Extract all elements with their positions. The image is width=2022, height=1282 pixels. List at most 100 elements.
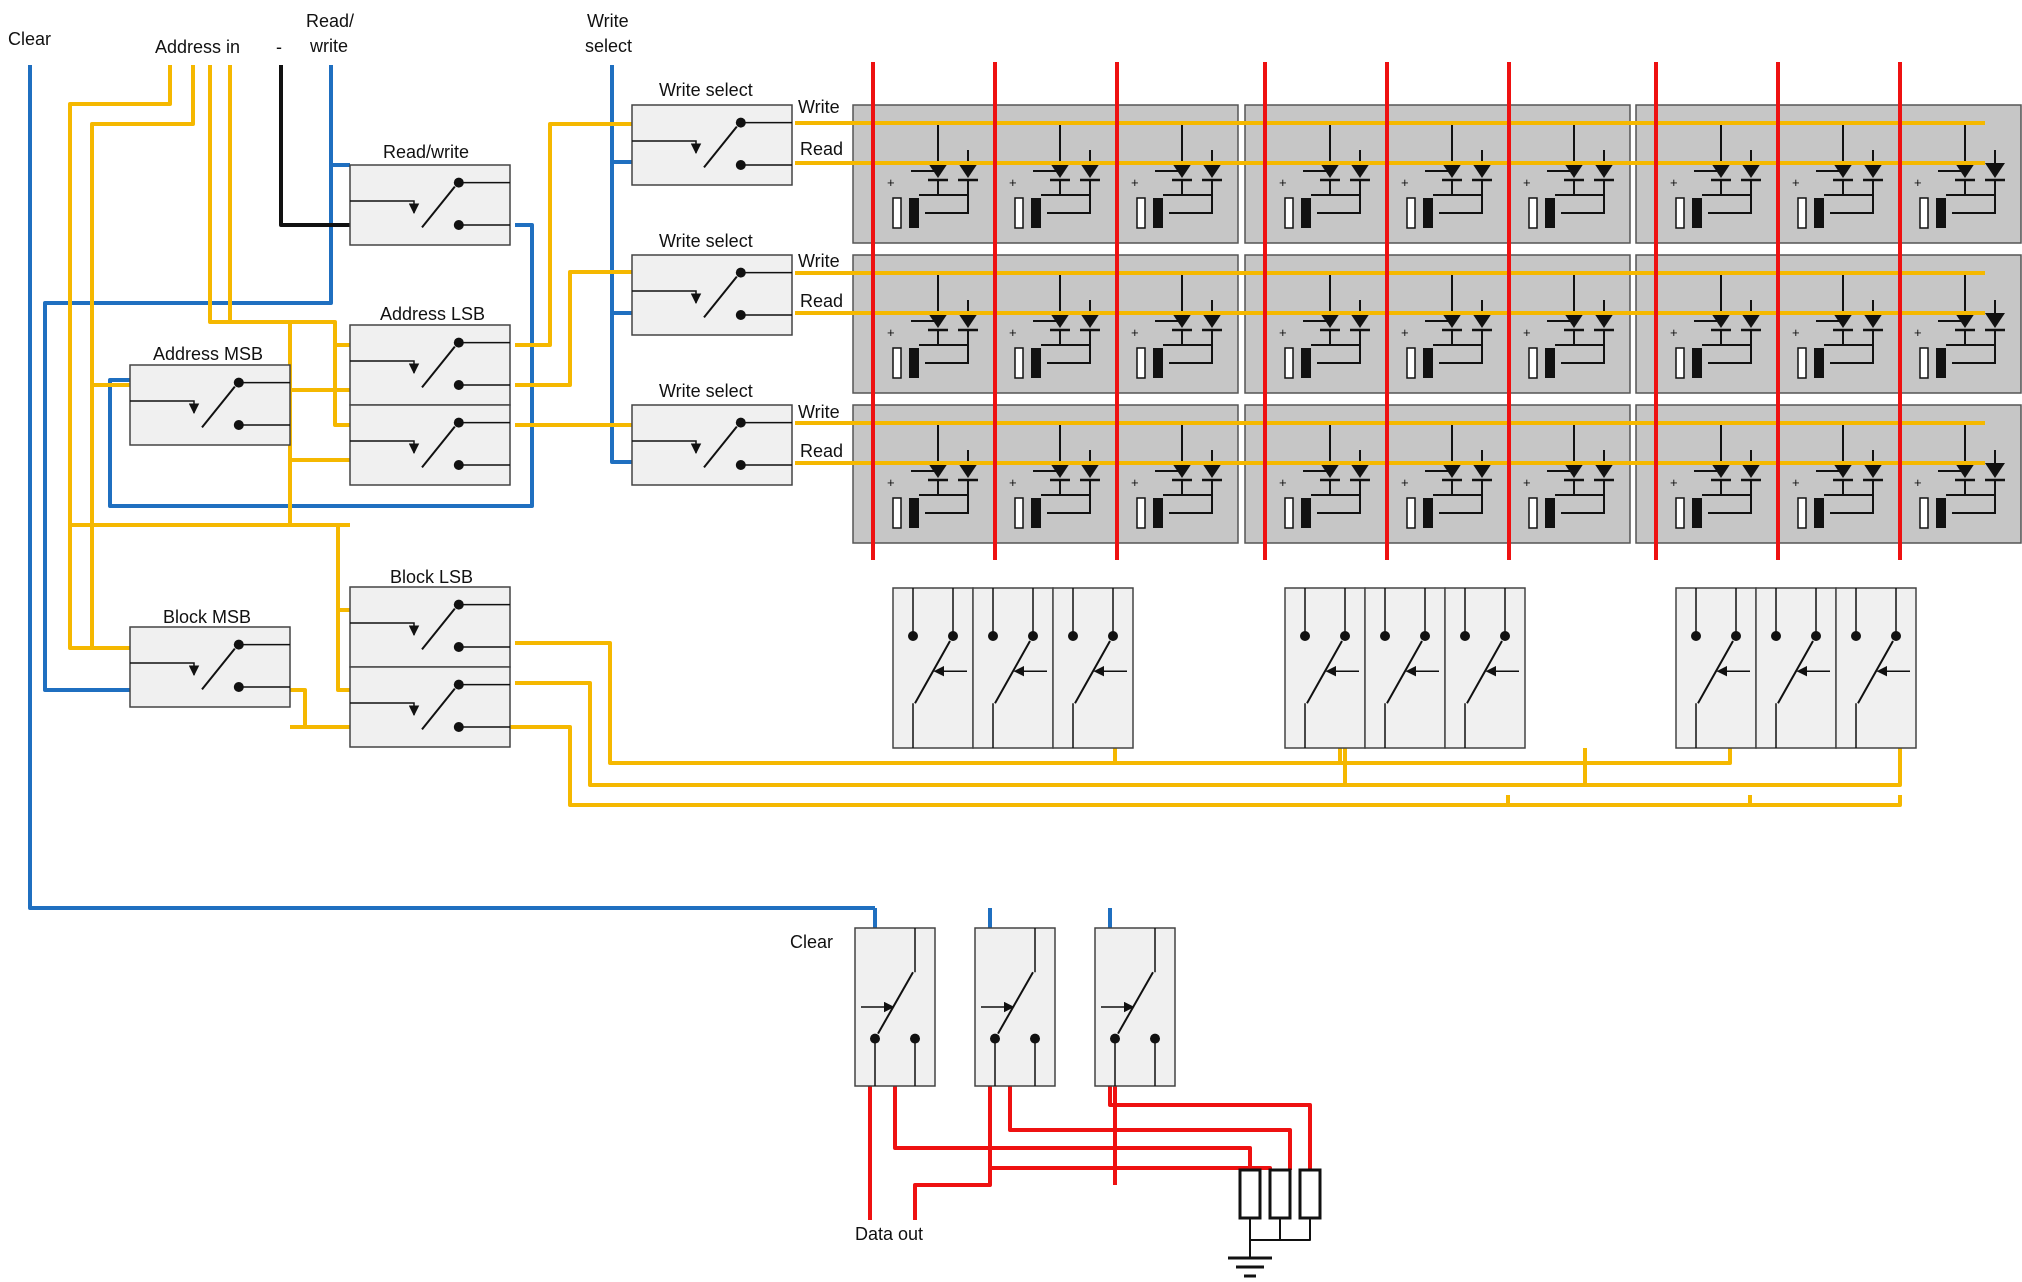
coil-contact — [1919, 197, 1929, 229]
coil-contact — [1406, 197, 1416, 229]
coil-icon — [1153, 348, 1163, 378]
block-lsb-relay-2 — [349, 666, 511, 748]
clear-bottom-label: Clear — [790, 932, 833, 952]
write-label-3: Write — [798, 402, 840, 422]
read-write-label-1: Read/ — [306, 11, 354, 31]
plus-sign: + — [1670, 175, 1678, 190]
resistor-1 — [1238, 1168, 1262, 1220]
data-out-label: Data out — [855, 1224, 923, 1244]
resistor-3 — [1298, 1168, 1322, 1220]
coil-contact — [1136, 197, 1146, 229]
plus-sign: + — [1523, 325, 1531, 340]
clear-wire — [28, 65, 1112, 930]
diode-icon — [1202, 163, 1222, 178]
diode-icon — [1985, 163, 2005, 178]
write-select-2-label: Write select — [659, 231, 753, 251]
minus-label: - — [276, 37, 282, 57]
plus-sign: + — [1279, 475, 1287, 490]
address-wire-3 — [208, 65, 350, 427]
plus-sign: + — [1279, 175, 1287, 190]
diode-icon — [1202, 463, 1222, 478]
diode-icon — [1741, 463, 1761, 478]
plus-sign: + — [1914, 325, 1922, 340]
address-msb-label: Address MSB — [153, 344, 263, 364]
block-select-relay — [1755, 587, 1837, 749]
coil-icon — [1301, 498, 1311, 528]
block-select-relay — [972, 587, 1054, 749]
address-wire-4 — [228, 65, 350, 527]
coil-icon — [1545, 198, 1555, 228]
block-out-2 — [515, 681, 1902, 787]
data-out-wires — [868, 1085, 1312, 1220]
block-select-relay — [1444, 587, 1526, 749]
address-lsb-label: Address LSB — [380, 304, 485, 324]
coil-contact — [1797, 497, 1807, 529]
coil-contact — [1675, 197, 1685, 229]
diode-icon — [1350, 163, 1370, 178]
write-label-1: Write — [798, 97, 840, 117]
read-write-box-label: Read/write — [383, 142, 469, 162]
diode-icon — [958, 313, 978, 328]
coil-contact — [1136, 347, 1146, 379]
memory-cell: +++ — [852, 404, 1239, 544]
coil-icon — [1692, 198, 1702, 228]
coil-icon — [909, 348, 919, 378]
diode-icon — [1350, 463, 1370, 478]
plus-sign: + — [1914, 475, 1922, 490]
block-lsb-label: Block LSB — [390, 567, 473, 587]
block-msb-label: Block MSB — [163, 607, 251, 627]
read-write-relay — [349, 164, 511, 246]
coil-contact — [1014, 197, 1024, 229]
coil-contact — [1406, 347, 1416, 379]
block-select-relay — [1364, 587, 1446, 749]
diode-icon — [1350, 313, 1370, 328]
block-select-relay — [1284, 587, 1366, 749]
coil-icon — [909, 498, 919, 528]
block-out-1 — [515, 641, 1732, 765]
plus-sign: + — [887, 325, 895, 340]
memory-cell-array: +++++++++++++++++++++++++++ — [795, 62, 2022, 560]
diode-icon — [1863, 463, 1883, 478]
ground-icon — [1228, 1256, 1272, 1278]
memory-cell: +++ — [1244, 254, 1631, 394]
memory-cell: +++ — [1635, 104, 2022, 244]
coil-contact — [1528, 347, 1538, 379]
coil-icon — [1692, 498, 1702, 528]
coil-icon — [1423, 348, 1433, 378]
coil-icon — [1423, 198, 1433, 228]
write-select-relay-3 — [631, 404, 793, 486]
plus-sign: + — [887, 475, 895, 490]
coil-icon — [1153, 198, 1163, 228]
coil-contact — [1284, 347, 1294, 379]
memory-cell: + + + — [1244, 104, 1631, 244]
coil-contact — [1406, 497, 1416, 529]
diode-icon — [1741, 313, 1761, 328]
plus-sign: + — [1670, 325, 1678, 340]
plus-sign: + — [1792, 325, 1800, 340]
write-select-wire — [610, 65, 632, 464]
coil-contact — [1136, 497, 1146, 529]
plus-sign: + — [1279, 325, 1287, 340]
coil-contact — [1797, 347, 1807, 379]
write-select-1-label: Write select — [659, 80, 753, 100]
coil-icon — [1545, 498, 1555, 528]
plus-sign: + — [1670, 475, 1678, 490]
coil-contact — [1675, 347, 1685, 379]
resistor-2 — [1268, 1168, 1292, 1220]
write-select-relay-2 — [631, 254, 793, 336]
diode-icon — [1472, 163, 1492, 178]
read-write-wire — [43, 65, 534, 692]
block-wire-1 — [90, 525, 130, 650]
block-lsb-relay-1 — [349, 586, 511, 668]
diode-icon — [1985, 313, 2005, 328]
coil-contact — [1528, 497, 1538, 529]
block-wire-2 — [70, 523, 350, 692]
plus-sign: + — [1401, 475, 1409, 490]
plus-sign: + — [1401, 175, 1409, 190]
plus-sign: + — [1523, 175, 1531, 190]
coil-icon — [1692, 348, 1702, 378]
relay-group — [129, 104, 1917, 1087]
coil-contact — [1014, 497, 1024, 529]
clear-relay — [854, 927, 936, 1087]
